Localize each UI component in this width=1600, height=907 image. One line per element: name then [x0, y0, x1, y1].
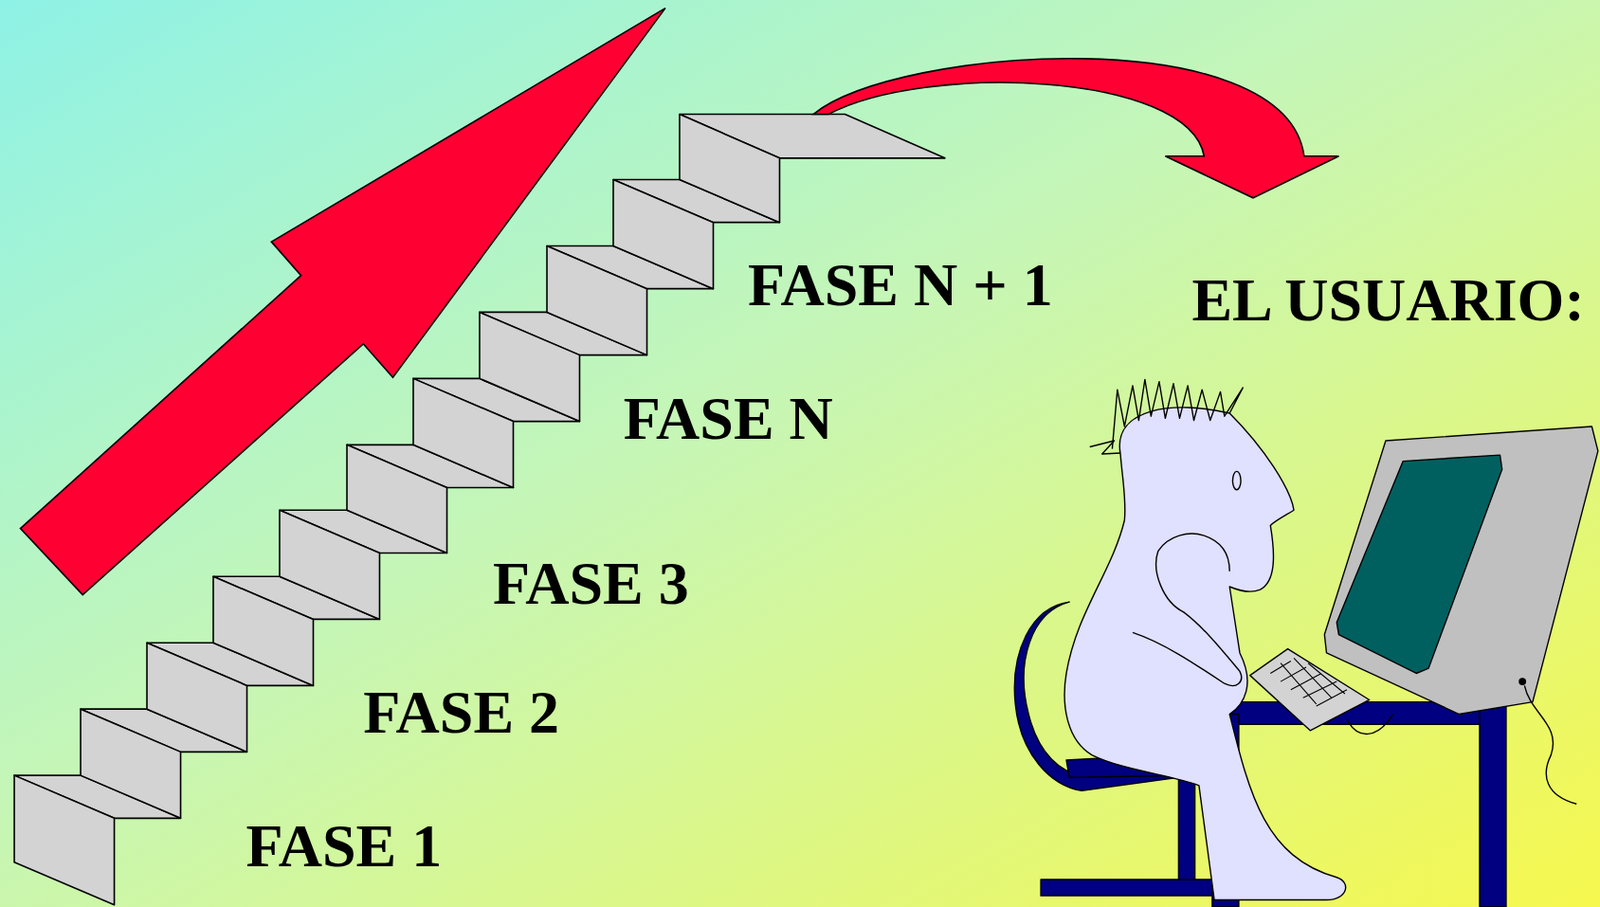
person-body [1064, 407, 1346, 901]
stair-riser [413, 378, 513, 488]
phase-label: FASE 3 [492, 553, 690, 615]
monitor [1324, 426, 1599, 715]
chair-base [1040, 879, 1215, 896]
stair-riser [613, 179, 714, 289]
stair-riser [479, 311, 580, 421]
person-hair [1090, 440, 1121, 455]
desk-leg [1479, 702, 1507, 907]
stair-riser [279, 509, 381, 619]
actor-label: EL USUARIO: [1191, 270, 1584, 331]
keyboard-cable [1346, 714, 1393, 735]
person-hair [1111, 379, 1243, 449]
user-illustration [1014, 379, 1599, 907]
curved-arrow [813, 58, 1339, 199]
progress-arrow [20, 8, 666, 596]
stair-riser [213, 576, 314, 686]
keyboard-keys [1270, 657, 1347, 707]
person-eye [1232, 471, 1241, 490]
chair-post [1178, 770, 1195, 889]
monitor-screen [1336, 454, 1502, 673]
phase-label: FASE N [623, 388, 834, 450]
stair-riser [679, 114, 781, 223]
stair-riser [546, 245, 648, 355]
stair-riser [80, 709, 181, 819]
monitor-cable [1524, 685, 1577, 804]
power-button [1519, 678, 1526, 685]
phase-label: FASE 2 [363, 682, 560, 744]
phase-label: FASE 1 [245, 816, 442, 877]
stair-riser [146, 642, 248, 752]
stair-riser [14, 775, 115, 906]
person-arm [1132, 533, 1242, 686]
phase-label: FASE N + 1 [747, 254, 1054, 316]
stair-riser [346, 444, 448, 553]
